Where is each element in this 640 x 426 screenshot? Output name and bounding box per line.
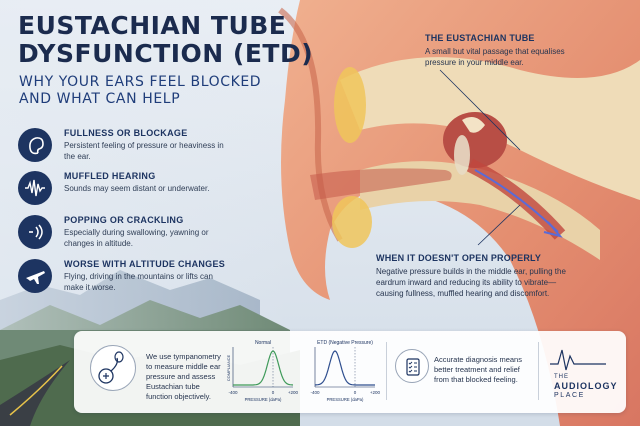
title-line-2: DYSFUNCTION (ETD) [18,39,314,68]
annotation-text: Negative pressure builds in the middle e… [376,267,566,298]
panel-divider [538,342,539,400]
subtitle-line-1: WHY YOUR EARS FEEL BLOCKED [19,74,262,90]
symptom-title: FULLNESS OR BLOCKAGE [64,128,188,138]
series-line [233,350,294,386]
series-line [314,350,375,386]
tympanometer-icon [90,345,136,391]
annotation-text: A small but vital passage that equalises… [425,47,565,67]
brand-line-2: AUDIOLOGY [554,381,618,391]
clipboard-icon [395,349,429,383]
brand-line-3: PLACE [554,392,585,399]
annotation-not-open: WHEN IT DOESN'T OPEN PROPERLY Negative p… [376,253,566,299]
x-tick-label: -400 [228,390,238,395]
symptom-title: MUFFLED HEARING [64,171,156,181]
symptom-title: WORSE WITH ALTITUDE CHANGES [64,259,226,269]
x-axis-label: PRESSURE (daPa) [327,397,364,402]
diagnosis-text: Accurate diagnosis means better treatmen… [434,355,522,384]
crackling-icon [18,215,52,249]
page-title: EUSTACHIAN TUBE DYSFUNCTION (ETD) [18,12,313,68]
symptom-muffled: MUFFLED HEARING Sounds may seem distant … [18,171,228,215]
symptom-text: Flying, driving in the mountains or lift… [64,272,213,292]
tympanometry-text: We use tympanometry to measure middle ea… [146,352,221,401]
x-tick-label: 0 [272,390,275,395]
symptom-altitude: WORSE WITH ALTITUDE CHANGES Flying, driv… [18,259,228,303]
title-line-1: EUSTACHIAN TUBE [18,11,287,40]
annotation-title: WHEN IT DOESN'T OPEN PROPERLY [376,253,542,263]
y-axis-label: COMPLIANCE [226,354,231,381]
symptom-text: Sounds may seem distant or underwater. [64,184,210,193]
x-tick-label: +200 [288,390,299,395]
chart-title: ETD (Negative Pressure) [317,340,373,346]
page-subtitle: WHY YOUR EARS FEEL BLOCKED AND WHAT CAN … [19,74,261,108]
annotation-eustachian-tube: THE EUSTACHIAN TUBE A small but vital pa… [425,33,585,68]
x-tick-label: +200 [370,390,381,395]
x-tick-label: -400 [310,390,320,395]
brand-line-1: THE [554,374,569,380]
panel-divider [386,342,387,400]
symptom-fullness: FULLNESS OR BLOCKAGE Persistent feeling … [18,128,228,172]
ear-icon [18,128,52,162]
sound-wave-icon [18,171,52,205]
symptom-text: Especially during swallowing, yawning or… [64,228,209,248]
info-panel [74,331,626,413]
symptom-text: Persistent feeling of pressure or heavin… [64,141,224,161]
symptom-title: POPPING OR CRACKLING [64,215,184,225]
airplane-icon [18,259,52,293]
annotation-title: THE EUSTACHIAN TUBE [425,33,535,43]
subtitle-line-2: AND WHAT CAN HELP [19,91,181,107]
chart-title: Normal [255,340,271,346]
brand-logo: THE AUDIOLOGY PLACE [548,344,618,404]
symptom-popping: POPPING OR CRACKLING Especially during s… [18,215,228,259]
x-tick-label: 0 [354,390,357,395]
audiology-wave-logo-icon [550,349,606,371]
x-axis-label: PRESSURE (daPa) [245,397,282,402]
